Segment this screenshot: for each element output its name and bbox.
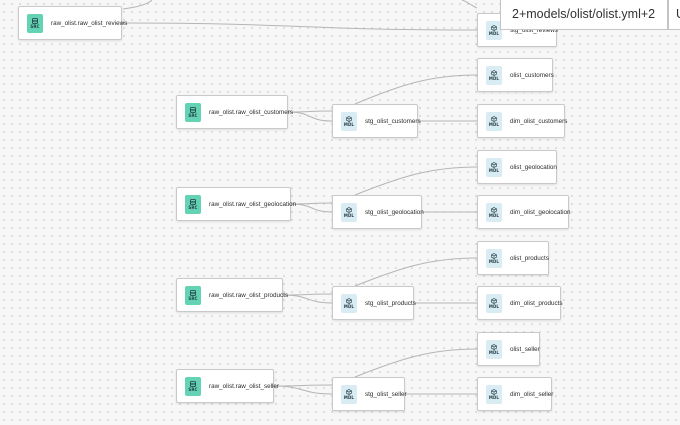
model-badge: MDL bbox=[486, 20, 502, 40]
source-badge: SRC bbox=[185, 376, 201, 396]
cube-icon bbox=[491, 252, 497, 259]
node-raw-olist-customers[interactable]: SRC raw_olist.raw_olist_customers bbox=[176, 95, 293, 129]
cube-icon bbox=[346, 206, 352, 213]
node-label: stg_olist_customers bbox=[365, 117, 421, 125]
tab-partial[interactable]: U bbox=[668, 0, 680, 30]
node-raw-olist-seller[interactable]: SRC raw_olist.raw_olist_seller bbox=[176, 369, 279, 403]
edge-offscreen-top bbox=[122, 0, 153, 10]
tab-olist-yml[interactable]: 2+models/olist/olist.yml+2 bbox=[500, 0, 668, 30]
edge-stg-customers-to-olist-customers bbox=[354, 74, 478, 105]
database-icon bbox=[190, 380, 196, 387]
cube-icon bbox=[491, 343, 497, 350]
cube-icon bbox=[346, 388, 352, 395]
edge-stg-seller-to-olist-seller bbox=[354, 348, 478, 378]
model-badge: MDL bbox=[486, 248, 502, 268]
node-raw-olist-products[interactable]: SRC raw_olist.raw_olist_products bbox=[176, 278, 288, 312]
node-stg-olist-seller[interactable]: MDL stg_olist_seller bbox=[332, 377, 407, 411]
cube-icon bbox=[346, 297, 352, 304]
node-stg-olist-products[interactable]: MDL stg_olist_products bbox=[332, 286, 416, 320]
source-badge: SRC bbox=[185, 194, 201, 214]
model-badge: MDL bbox=[341, 384, 357, 404]
node-label: raw_olist.raw_olist_customers bbox=[209, 108, 293, 116]
cube-icon bbox=[491, 24, 497, 31]
node-label: olist_products bbox=[510, 254, 549, 262]
node-dim-olist-customers[interactable]: MDL dim_olist_customers bbox=[477, 104, 568, 138]
cube-icon bbox=[346, 115, 352, 122]
node-olist-products[interactable]: MDL olist_products bbox=[477, 241, 549, 275]
source-badge: SRC bbox=[185, 102, 201, 122]
database-icon bbox=[190, 289, 196, 296]
node-label: dim_olist_seller bbox=[510, 390, 554, 398]
node-label: olist_customers bbox=[510, 71, 554, 79]
source-badge: SRC bbox=[185, 285, 201, 305]
source-badge: SRC bbox=[27, 13, 43, 33]
model-badge: MDL bbox=[341, 111, 357, 131]
node-label: raw_olist.raw_olist_reviews bbox=[51, 19, 128, 27]
model-badge: MDL bbox=[486, 111, 502, 131]
model-badge: MDL bbox=[341, 293, 357, 313]
node-label: raw_olist.raw_olist_products bbox=[209, 291, 289, 299]
node-label: stg_olist_geolocation bbox=[365, 208, 424, 216]
model-badge: MDL bbox=[341, 202, 357, 222]
node-raw-olist-reviews[interactable]: SRC raw_olist.raw_olist_reviews bbox=[18, 6, 127, 40]
database-icon bbox=[32, 17, 38, 24]
model-badge: MDL bbox=[486, 65, 502, 85]
model-badge: MDL bbox=[486, 384, 502, 404]
database-icon bbox=[190, 106, 196, 113]
edge-raw-customers-to-stg-customers-a bbox=[287, 110, 333, 113]
cube-icon bbox=[491, 69, 497, 76]
node-dim-olist-seller[interactable]: MDL dim_olist_seller bbox=[477, 377, 554, 411]
node-label: dim_olist_customers bbox=[510, 117, 568, 125]
edge-raw-customers-to-stg-customers-b bbox=[287, 111, 333, 122]
edge-stg-geo-to-olist-geo bbox=[354, 166, 478, 196]
edge-raw-geo-to-stg-geo-b bbox=[290, 203, 333, 213]
model-badge: MDL bbox=[486, 157, 502, 177]
node-label: stg_olist_seller bbox=[365, 390, 407, 398]
node-stg-olist-geolocation[interactable]: MDL stg_olist_geolocation bbox=[332, 195, 424, 229]
database-icon bbox=[190, 198, 196, 205]
tab-label: 2+models/olist/olist.yml+2 bbox=[512, 7, 656, 21]
node-dim-olist-products[interactable]: MDL dim_olist_products bbox=[477, 286, 563, 320]
node-label: dim_olist_geolocation bbox=[510, 208, 571, 216]
cube-icon bbox=[491, 297, 497, 304]
edge-stg-products-to-olist-products bbox=[354, 257, 478, 287]
node-dim-olist-geolocation[interactable]: MDL dim_olist_geolocation bbox=[477, 195, 571, 229]
cube-icon bbox=[491, 206, 497, 213]
node-label: stg_olist_products bbox=[365, 299, 416, 307]
cube-icon bbox=[491, 388, 497, 395]
edge-raw-reviews-to-stg-reviews bbox=[121, 22, 478, 31]
node-stg-olist-customers[interactable]: MDL stg_olist_customers bbox=[332, 104, 421, 138]
model-badge: MDL bbox=[486, 339, 502, 359]
edge-raw-seller-to-stg-seller-b bbox=[273, 385, 333, 395]
node-label: olist_seller bbox=[510, 345, 540, 353]
cube-icon bbox=[491, 115, 497, 122]
tab-label: U bbox=[676, 7, 680, 21]
node-olist-customers[interactable]: MDL olist_customers bbox=[477, 58, 554, 92]
node-label: stg_olist_reviews bbox=[510, 26, 558, 34]
cube-icon bbox=[491, 161, 497, 168]
node-olist-geolocation[interactable]: MDL olist_geolocation bbox=[477, 150, 557, 184]
edge-raw-products-to-stg-products-b bbox=[282, 294, 333, 304]
node-raw-olist-geolocation[interactable]: SRC raw_olist.raw_olist_geolocation bbox=[176, 187, 296, 221]
node-label: raw_olist.raw_olist_geolocation bbox=[209, 200, 297, 208]
edge-offscreen-right bbox=[461, 0, 478, 9]
node-label: raw_olist.raw_olist_seller bbox=[209, 382, 279, 390]
model-badge: MDL bbox=[486, 202, 502, 222]
node-label: olist_geolocation bbox=[510, 163, 557, 171]
node-olist-seller[interactable]: MDL olist_seller bbox=[477, 332, 540, 366]
model-badge: MDL bbox=[486, 293, 502, 313]
node-label: dim_olist_products bbox=[510, 299, 563, 307]
